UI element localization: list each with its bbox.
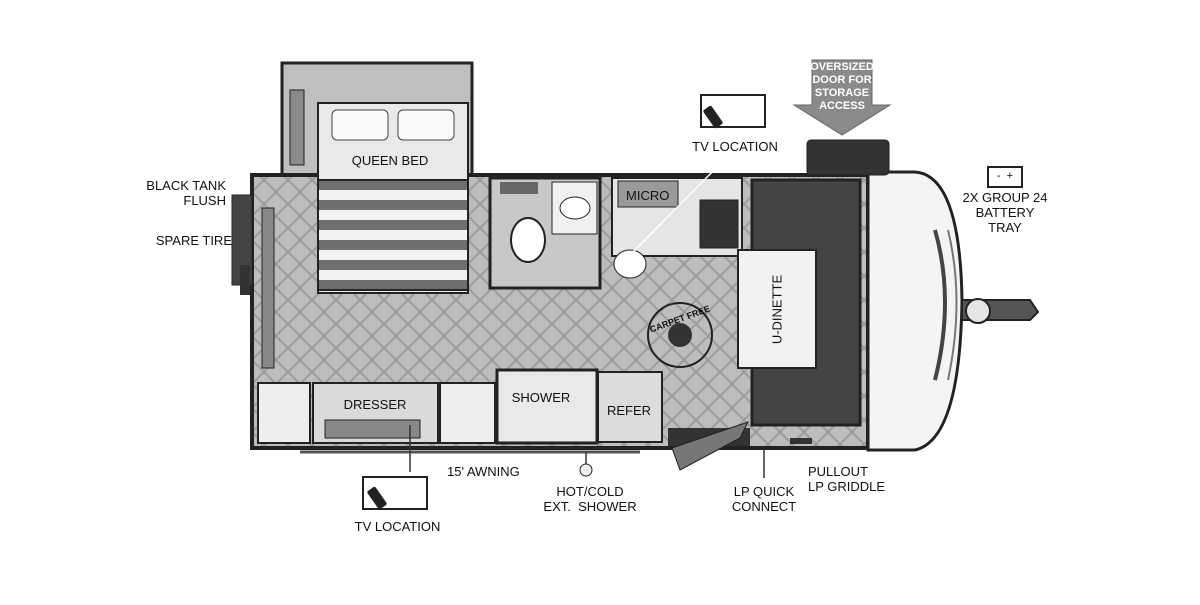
pillow-left [331,109,389,141]
slideout-window [289,89,305,166]
label-lp-quick-connect: LP QUICK CONNECT [718,484,810,514]
label-black-tank-flush: BLACK TANK FLUSH [130,178,226,208]
kitchen-sink [613,249,647,279]
storage-door [806,139,890,176]
tv-remote-icon [362,476,428,510]
spare-tire-mount [240,265,250,295]
front-logo-graphic-2 [947,229,958,381]
label-battery-line1: 2X GROUP 24 [962,190,1048,205]
battery-symbols: - + [996,170,1014,182]
label-battery-line3: TRAY [988,220,1022,235]
refrigerator [597,371,663,443]
label-battery-line2: BATTERY [975,205,1035,220]
cooktop [699,199,739,249]
pillow-right [397,109,455,141]
label-tv-location-top: TV LOCATION [692,139,778,154]
dinette-table [737,249,817,369]
label-battery-tray: 2X GROUP 24 BATTERY TRAY [952,190,1058,235]
label-oversized-door: OVERSIZED DOOR FOR STORAGE ACCESS [806,61,878,113]
label-door-line2: DOOR FOR [812,74,872,86]
left-cabinet [257,382,311,444]
label-awning: 15' AWNING [447,464,520,479]
bath-sink [559,196,591,220]
label-tv-location-bottom: TV LOCATION [354,519,441,534]
label-refer: REFER [606,403,652,418]
front-logo-graphic [933,229,947,381]
ext-shower-fixture [579,463,593,477]
rear-wardrobe [261,207,275,369]
label-queen-bed: QUEEN BED [351,153,429,168]
shower [495,368,599,445]
lp-griddle-box [790,438,812,444]
entry-steps [671,421,749,471]
label-griddle-line2: LP GRIDDLE [808,479,886,494]
label-micro: MICRO [626,188,670,203]
down-arrow-icon [792,59,892,136]
dresser-drawer [324,419,421,439]
tv-remote-icon [700,94,766,129]
bath-vanity [500,182,538,194]
label-shower: SHOWER [511,390,571,405]
label-door-line1: OVERSIZED [810,61,874,73]
label-ext-shower-line1: HOT/COLD [556,484,624,499]
blanket-outline [317,179,469,291]
front-cap [866,170,964,452]
microwave [617,180,679,208]
label-ext-shower: HOT/COLD EXT. SHOWER [540,484,640,514]
label-lp-line1: LP QUICK [733,484,795,499]
toilet [510,217,546,263]
right-cabinet [439,382,496,444]
label-u-dinette: U-DINETTE [769,274,785,345]
label-black-tank-line1: BLACK TANK [146,178,226,193]
bed-blanket [318,180,468,290]
label-griddle-line1: PULLOUT [808,464,868,479]
label-dresser: DRESSER [343,397,407,412]
label-lp-line2: CONNECT [731,499,797,514]
label-spare-tire: SPARE TIRE [155,233,232,248]
label-ext-shower-line2: EXT. SHOWER [543,499,637,514]
battery-icon [987,166,1023,188]
leader-tv-top [629,157,727,256]
label-door-line4: ACCESS [819,100,865,112]
carpet-free-stamp [647,302,713,368]
label-black-tank-line2: FLUSH [183,193,226,208]
label-lp-griddle: PULLOUT LP GRIDDLE [808,464,885,494]
propane-tank [965,298,991,324]
label-door-line3: STORAGE [814,87,870,99]
